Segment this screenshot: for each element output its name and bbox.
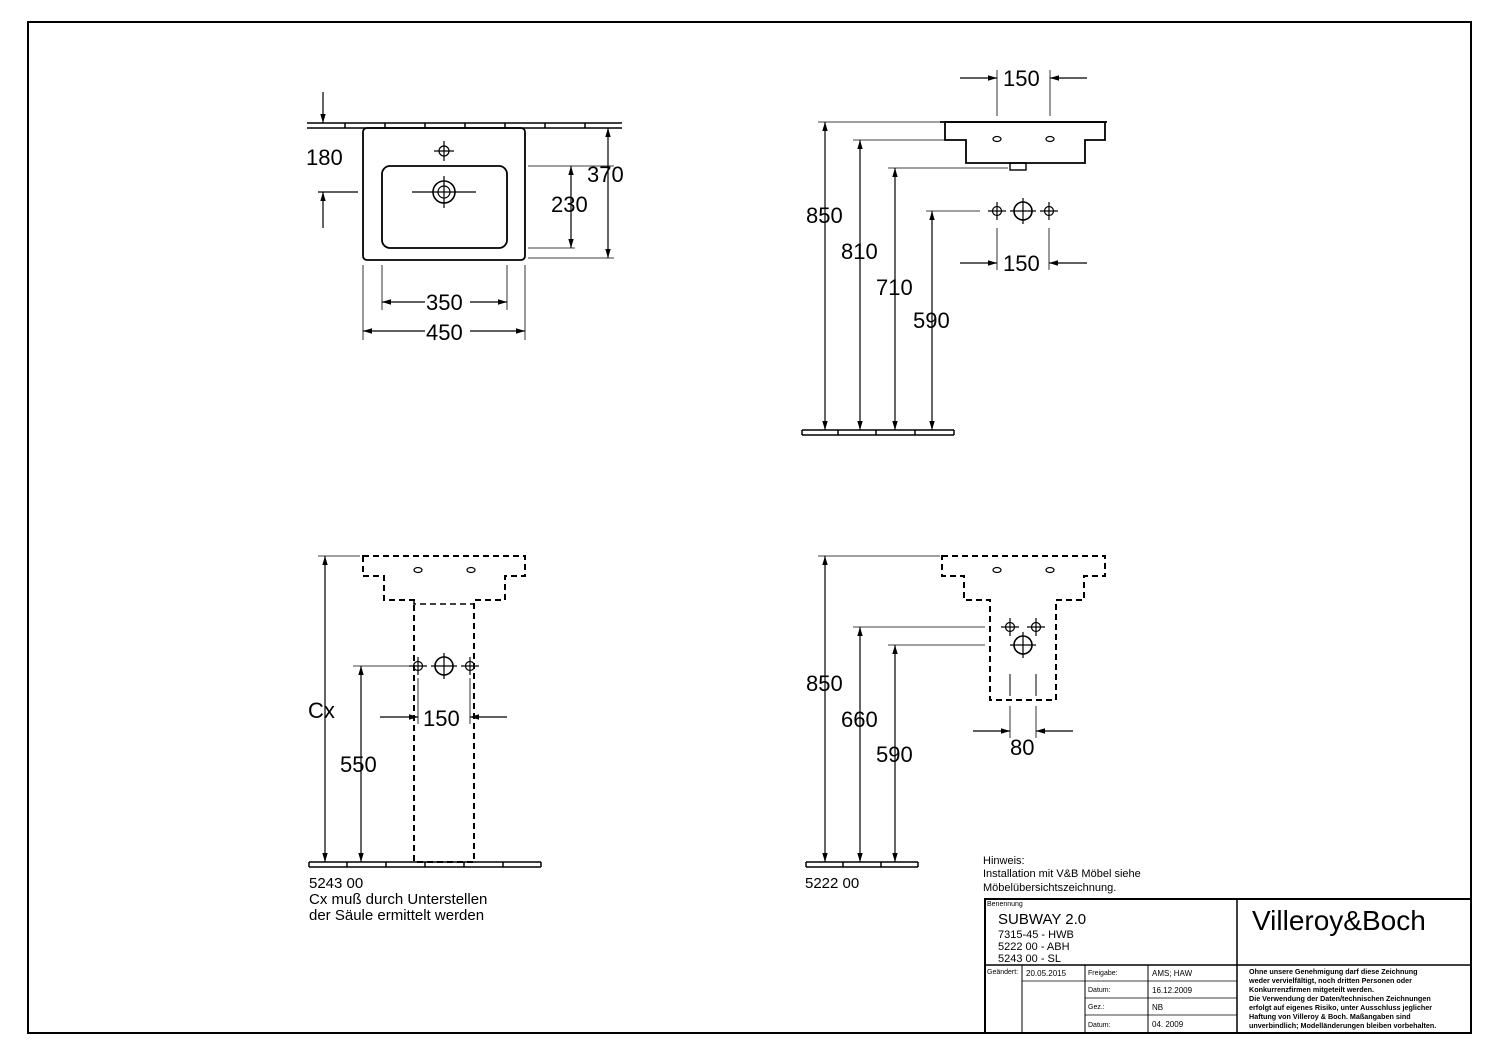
dim-660: 660 [841, 707, 878, 732]
datum2-value: 04. 2009 [1152, 1020, 1184, 1029]
hint-line2: Möbelübersichtszeichnung. [983, 882, 1116, 894]
gez-label: Gez.: [1088, 1004, 1105, 1011]
pedestal-note-line2: der Säule ermittelt werden [309, 907, 484, 924]
floor-hatch [805, 861, 919, 868]
dim-850-half: 850 [806, 671, 843, 696]
dim-230: 230 [551, 192, 588, 217]
pedestal-code: 5243 00 [309, 875, 363, 892]
disclaimer-line: Haftung von Villeroy & Boch. Maßangaben … [1249, 1012, 1411, 1021]
pedestal-basin-dashed [362, 555, 526, 863]
freigabe-value: AMS; HAW [1152, 969, 1193, 978]
product-line2: 5222 00 - ABH [998, 941, 1070, 953]
disclaimer-line: Konkurrenzfirmen mitgeteilt werden. [1249, 985, 1374, 994]
dim-710: 710 [876, 275, 913, 300]
sheet-border [27, 21, 1472, 1034]
basin-bowl [381, 165, 508, 249]
dim-cx: Cx [308, 698, 335, 723]
brand-logo: Villeroy&Boch [1252, 905, 1426, 936]
basin-front [944, 121, 1106, 164]
pedestal-view [308, 555, 542, 868]
top-view [307, 92, 622, 340]
product-line3: 5243 00 - SL [998, 953, 1061, 965]
hint-line1: Installation mit V&B Möbel siehe [983, 868, 1141, 880]
basin-outline [362, 127, 526, 261]
dim-590-side: 590 [913, 308, 950, 333]
disclaimer: Ohne unsere Genehmigung darf diese Zeich… [1248, 967, 1436, 1030]
dim-850-side: 850 [806, 203, 843, 228]
product-line1: 7315-45 - HWB [998, 929, 1074, 941]
dim-350: 350 [426, 290, 463, 315]
geaendert-value: 20.05.2015 [1026, 969, 1067, 978]
dim-150-top: 150 [1003, 66, 1040, 91]
half-pedestal-code: 5222 00 [805, 875, 859, 892]
pedestal-note-line1: Cx muß durch Unterstellen [309, 891, 487, 908]
side-view [801, 70, 1107, 436]
dim-370: 370 [587, 162, 624, 187]
geaendert-label: Geändert: [987, 969, 1018, 976]
floor-hatch [308, 861, 542, 868]
dim-810: 810 [841, 239, 878, 264]
benennung-label: Benennung [987, 901, 1023, 908]
datum1-value: 16.12.2009 [1152, 986, 1193, 995]
dim-590-half: 590 [876, 742, 913, 767]
dim-550: 550 [340, 752, 377, 777]
dim-180: 180 [306, 145, 343, 170]
disclaimer-line: erfolgt auf eigenes Risiko, unter Aussch… [1249, 1003, 1432, 1012]
datum1-label: Datum: [1088, 987, 1111, 994]
dim-450: 450 [426, 320, 463, 345]
disclaimer-line: Die Verwendung der Daten/technischen Zei… [1249, 994, 1431, 1003]
freigabe-label: Freigabe: [1088, 970, 1118, 977]
half-pedestal-view [805, 555, 1106, 868]
floor-hatch [801, 429, 955, 436]
dim-150-pedestal: 150 [423, 706, 460, 731]
disclaimer-line: weder vervielfältigt, noch dritten Perso… [1248, 976, 1412, 985]
disclaimer-line: Ohne unsere Genehmigung darf diese Zeich… [1249, 967, 1418, 976]
title-block [984, 898, 1472, 1034]
hint-heading: Hinweis: [983, 855, 1025, 867]
datum2-label: Datum: [1088, 1022, 1111, 1029]
dim-80: 80 [1010, 735, 1034, 760]
dim-150-bottom: 150 [1003, 251, 1040, 276]
half-pedestal-dashed [941, 555, 1106, 701]
disclaimer-line: unverbindlich; Modelländerungen bleiben … [1249, 1021, 1436, 1030]
product-name: SUBWAY 2.0 [998, 911, 1086, 928]
gez-value: NB [1152, 1003, 1163, 1012]
